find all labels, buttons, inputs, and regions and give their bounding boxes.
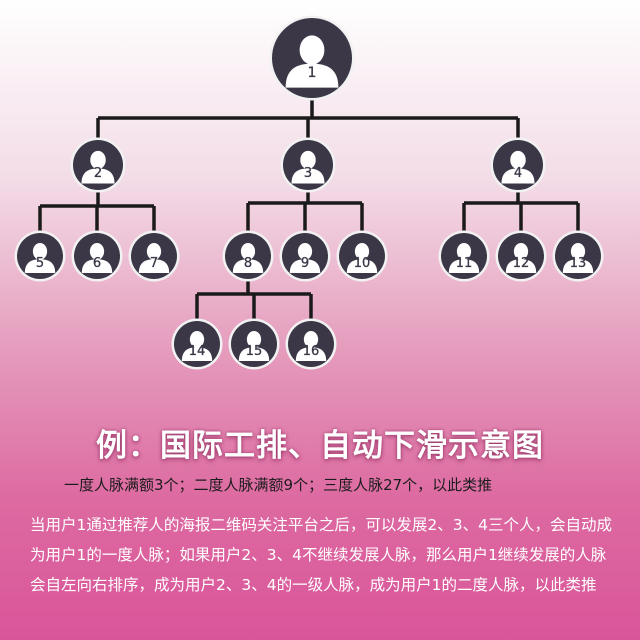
person-avatar-icon: [285, 35, 339, 88]
node-label: 2: [94, 166, 102, 181]
person-avatar-icon: [291, 150, 325, 184]
person-node: 2: [70, 137, 126, 193]
person-node: 15: [228, 318, 280, 370]
person-avatar-icon: [81, 242, 113, 274]
person-node: 1: [269, 15, 355, 101]
person-avatar-icon: [81, 150, 115, 184]
person-node: 13: [552, 230, 604, 282]
person-avatar-icon: [448, 242, 480, 274]
diagram-title: 例：国际工排、自动下滑示意图: [96, 428, 544, 464]
node-label: 14: [189, 344, 206, 359]
person-node: 16: [285, 318, 337, 370]
node-label: 9: [301, 256, 309, 271]
person-node: 8: [222, 230, 274, 282]
person-node: 7: [128, 230, 180, 282]
node-label: 4: [514, 166, 522, 181]
person-avatar-icon: [238, 330, 270, 362]
person-avatar-icon: [138, 242, 170, 274]
person-avatar-icon: [289, 242, 321, 274]
person-node: 3: [280, 137, 336, 193]
node-label: 11: [456, 256, 473, 271]
person-node: 12: [495, 230, 547, 282]
person-node: 4: [490, 137, 546, 193]
node-label: 6: [93, 256, 101, 271]
person-avatar-icon: [295, 330, 327, 362]
subtitle-text: 一度人脉满额3个；二度人脉满额9个；三度人脉27个，以此类推: [64, 476, 493, 494]
node-label: 7: [150, 256, 158, 271]
connector-lines: [38, 98, 580, 321]
description-text: 当用户1通过推荐人的海报二维码关注平台之后，可以发展2、3、4三个人，会自动成为…: [30, 516, 612, 594]
node-label: 1: [308, 65, 317, 81]
node-label: 8: [244, 256, 252, 271]
person-node: 14: [171, 318, 223, 370]
node-label: 5: [36, 256, 44, 271]
node-label: 16: [303, 344, 320, 359]
person-node: 10: [336, 230, 388, 282]
person-node: 11: [438, 230, 490, 282]
person-node: 9: [279, 230, 331, 282]
node-label: 3: [304, 166, 312, 181]
person-avatar-icon: [232, 242, 264, 274]
node-label: 12: [513, 256, 530, 271]
person-avatar-icon: [24, 242, 56, 274]
person-avatar-icon: [346, 242, 378, 274]
person-node: 6: [71, 230, 123, 282]
person-avatar-icon: [501, 150, 535, 184]
person-node: 5: [14, 230, 66, 282]
person-avatar-icon: [181, 330, 213, 362]
person-avatar-icon: [505, 242, 537, 274]
person-avatar-icon: [562, 242, 594, 274]
node-label: 13: [570, 256, 587, 271]
node-label: 10: [354, 256, 371, 271]
node-label: 15: [246, 344, 263, 359]
